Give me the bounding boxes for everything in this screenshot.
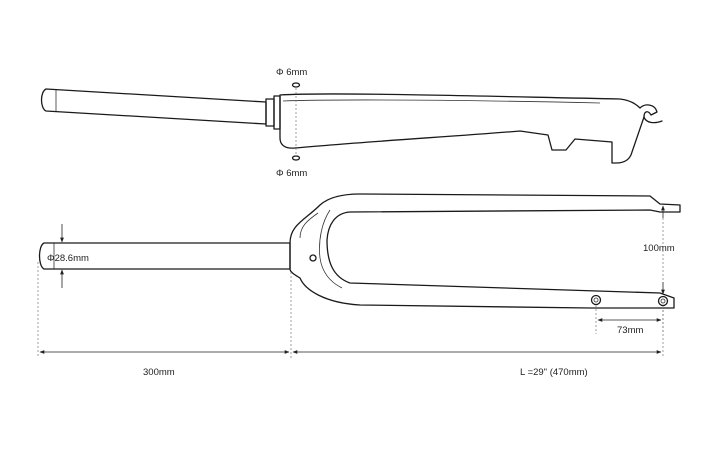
- front-steerer-tube: [38, 242, 291, 270]
- front-inner-arch: [319, 209, 343, 289]
- front-view: Φ28.6mm 100mm 73mm: [38, 193, 681, 336]
- fork-length-label: L =29" (470mm): [520, 367, 588, 378]
- disc-mount-hole-1-inner: [593, 297, 599, 303]
- steerer-diameter-label: Φ28.6mm: [47, 253, 89, 264]
- side-hole-bottom: [291, 155, 301, 161]
- front-crown-hole: [309, 254, 317, 262]
- front-crown-outer: [289, 193, 681, 309]
- disc-mount-hole-2-inner: [660, 298, 666, 304]
- front-crown-detail: [299, 212, 319, 239]
- side-blade-inner-edge: [282, 99, 601, 104]
- dropout-diameter-top-label: Φ 6mm: [276, 67, 307, 78]
- side-fork-blade: [279, 93, 658, 164]
- disc-mount-hole-2: [657, 295, 669, 307]
- side-steerer-tube: [40, 88, 267, 125]
- overall-dimensions: 300mm L =29" (470mm): [37, 262, 664, 378]
- disc-mount-spacing-label: 73mm: [617, 325, 643, 336]
- side-hole-top: [291, 82, 301, 88]
- side-crown-collar: [273, 95, 281, 130]
- side-crown-race: [265, 98, 275, 127]
- disc-mount-hole-1: [590, 294, 602, 306]
- dropout-diameter-bottom-label: Φ 6mm: [276, 168, 307, 179]
- blade-spacing-label: 100mm: [643, 243, 675, 254]
- steerer-length-label: 300mm: [143, 367, 175, 378]
- side-dropout-hook: [643, 116, 663, 124]
- side-view: Φ 6mm Φ 6mm: [40, 67, 663, 179]
